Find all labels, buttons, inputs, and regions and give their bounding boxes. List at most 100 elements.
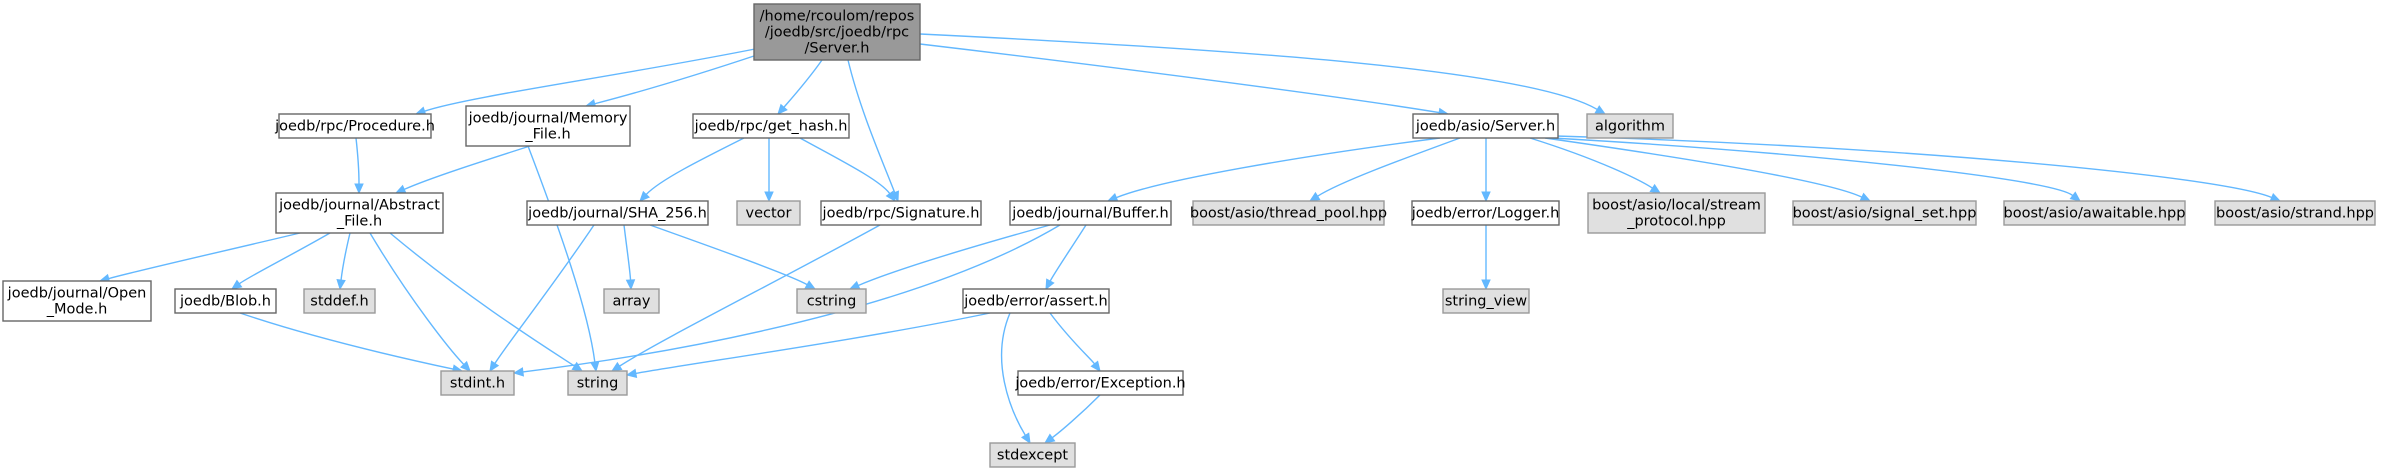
edge-line xyxy=(527,145,596,363)
edge-line xyxy=(645,137,745,195)
node-stddef: stddef.h xyxy=(303,288,376,314)
node-asio_server[interactable]: joedb/asio/Server.h xyxy=(1412,113,1559,139)
edge-line xyxy=(403,145,531,191)
edge-line xyxy=(919,33,1598,111)
node-box xyxy=(2003,200,2186,226)
node-box xyxy=(1017,370,1184,396)
node-label: boost/asio/signal_set.hpp xyxy=(1793,206,1977,222)
node-box xyxy=(1587,192,1766,234)
node-label: /Server.h xyxy=(805,41,870,57)
node-server_rpc[interactable]: /home/rcoulom/repos/joedb/src/joedb/rpc/… xyxy=(753,3,921,61)
edge-asio_server-to-logger xyxy=(1481,138,1491,203)
node-box xyxy=(567,370,628,396)
node-procedure[interactable]: joedb/rpc/Procedure.h xyxy=(274,113,435,139)
edge-line xyxy=(1000,312,1026,436)
edge-arrowhead xyxy=(639,190,651,202)
edge-arrowhead xyxy=(512,367,525,377)
edge-line xyxy=(619,224,881,367)
edge-arrowhead xyxy=(1106,193,1119,202)
edge-line xyxy=(1529,137,1653,189)
edge-line xyxy=(1317,137,1461,197)
node-open_mode[interactable]: joedb/journal/Open_Mode.h xyxy=(2,280,152,322)
node-box xyxy=(1192,200,1385,226)
node-label: boost/asio/thread_pool.hpp xyxy=(1190,206,1387,222)
edge-line xyxy=(858,224,1051,287)
node-box xyxy=(1411,200,1560,226)
node-algorithm: algorithm xyxy=(1586,113,1674,139)
node-label: string xyxy=(577,376,619,392)
edge-server_rpc-to-algorithm xyxy=(919,33,1607,115)
node-box xyxy=(1009,200,1172,226)
edge-exception-to-stdexcept xyxy=(1044,394,1101,444)
edge-line xyxy=(239,312,454,370)
node-cstring: cstring xyxy=(796,288,867,314)
edge-line xyxy=(799,137,891,195)
node-box xyxy=(2,280,152,322)
edge-arrowhead xyxy=(1594,105,1607,115)
edge-line xyxy=(355,137,360,185)
edge-sha256-to-cstring xyxy=(649,224,817,290)
node-label: boost/asio/local/stream xyxy=(1592,198,1761,214)
edge-arrowhead xyxy=(777,103,788,115)
node-stdexcept: stdexcept xyxy=(989,442,1076,468)
edge-arrowhead xyxy=(804,280,817,290)
edge-assert-to-stdexcept xyxy=(1000,312,1031,445)
node-box xyxy=(1792,200,1977,226)
edge-abstract_file-to-stddef xyxy=(336,232,351,291)
node-array: array xyxy=(603,288,660,314)
edge-arrowhead xyxy=(1020,432,1031,445)
edge-arrowhead xyxy=(1045,278,1055,291)
edge-line xyxy=(1555,135,2272,199)
edge-abstract_file-to-open_mode xyxy=(98,232,301,284)
edge-memory_file-to-abstract_file xyxy=(394,145,531,194)
edge-line xyxy=(1049,224,1087,282)
node-get_hash[interactable]: joedb/rpc/get_hash.h xyxy=(692,113,850,139)
edge-abstract_file-to-stdint xyxy=(369,232,471,372)
edge-line xyxy=(1049,312,1096,365)
node-label: _protocol.hpp xyxy=(1626,214,1726,230)
node-logger[interactable]: joedb/error/Logger.h xyxy=(1411,200,1560,226)
edge-asio_server-to-stream_protocol xyxy=(1529,137,1662,194)
node-box xyxy=(465,105,631,147)
edge-asio_server-to-buffer xyxy=(1106,137,1441,202)
node-exception[interactable]: joedb/error/Exception.h xyxy=(1014,370,1186,396)
node-label: joedb/journal/Buffer.h xyxy=(1011,206,1168,222)
edge-server_rpc-to-asio_server xyxy=(919,43,1450,118)
nodes-layer: /home/rcoulom/repos/joedb/src/joedb/rpc/… xyxy=(2,3,2376,468)
edge-abstract_file-to-string xyxy=(389,232,584,372)
edge-line xyxy=(1116,137,1441,199)
node-stream_protocol: boost/asio/local/stream_protocol.hpp xyxy=(1587,192,1766,234)
node-signature[interactable]: joedb/rpc/Signature.h xyxy=(820,200,982,226)
edge-signature-to-string xyxy=(610,224,881,372)
node-box xyxy=(603,288,660,314)
edge-line xyxy=(623,224,632,281)
node-memory_file[interactable]: joedb/journal/Memory_File.h xyxy=(465,105,631,147)
edge-arrowhead xyxy=(459,360,471,372)
node-label: joedb/Blob.h xyxy=(179,294,271,310)
node-label: boost/asio/awaitable.hpp xyxy=(2004,206,2186,222)
edge-server_rpc-to-get_hash xyxy=(777,59,823,115)
node-box xyxy=(962,288,1110,314)
edge-buffer-to-stdint xyxy=(512,224,1061,377)
edge-assert-to-exception xyxy=(1049,312,1101,372)
node-box xyxy=(2214,200,2376,226)
edges-layer xyxy=(98,33,2282,445)
edge-line xyxy=(369,232,465,365)
node-buffer[interactable]: joedb/journal/Buffer.h xyxy=(1009,200,1172,226)
node-sha256[interactable]: joedb/journal/SHA_256.h xyxy=(526,200,709,226)
edge-memory_file-to-string xyxy=(527,145,600,373)
node-label: joedb/journal/Abstract xyxy=(278,198,440,214)
node-abstract_file[interactable]: joedb/journal/Abstract_File.h xyxy=(275,192,444,234)
edge-line xyxy=(1544,137,1863,198)
node-blob[interactable]: joedb/Blob.h xyxy=(174,288,277,314)
node-label: /home/rcoulom/repos xyxy=(760,9,915,25)
edge-asio_server-to-awaitable xyxy=(1551,137,2081,202)
edge-arrowhead xyxy=(1481,191,1491,203)
edge-line xyxy=(494,224,595,364)
edge-arrowhead xyxy=(394,184,407,194)
node-label: joedb/asio/Server.h xyxy=(1415,119,1555,135)
node-assert[interactable]: joedb/error/assert.h xyxy=(962,288,1110,314)
edge-abstract_file-to-blob xyxy=(231,232,331,290)
edge-line xyxy=(1551,137,2074,197)
node-label: joedb/rpc/Procedure.h xyxy=(274,119,435,135)
